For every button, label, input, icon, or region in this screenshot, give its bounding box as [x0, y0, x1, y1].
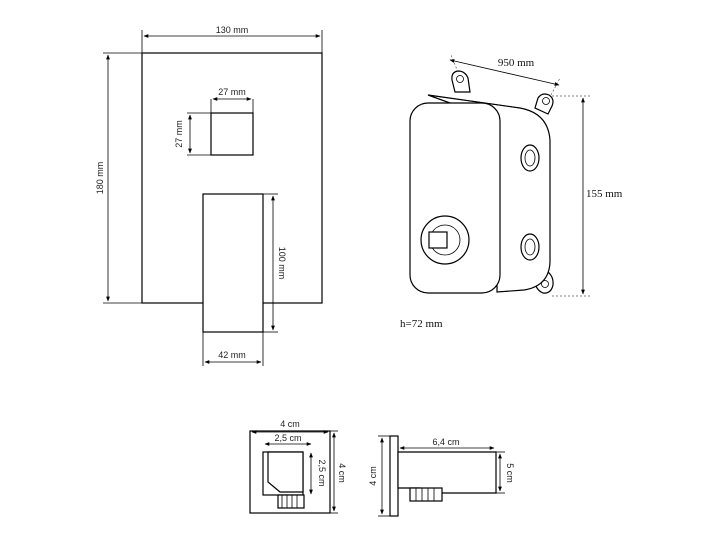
outlet-side-view: 4 cm 6,4 cm 5 cm [368, 435, 515, 517]
outlet-side-thread [409, 487, 443, 502]
diverter-knob [210, 112, 254, 156]
outlet-side-body [397, 451, 497, 494]
outlet-width-label: 4 cm [280, 419, 300, 429]
side-port-lower [520, 233, 540, 261]
outlet-face [267, 451, 304, 493]
lever-width-label: 42 mm [218, 350, 246, 360]
outlet-front-view: 4 cm 2,5 cm 2,5 cm 4 cm [249, 419, 347, 514]
knob-width-label: 27 mm [218, 87, 246, 97]
outlet-side-plate [389, 435, 399, 517]
cover-plate-front-view: 27 mm 27 mm 100 mm 42 mm 130 mm 180 mm [95, 25, 323, 366]
outlet-side-height-label: 4 cm [368, 466, 378, 486]
outlet-thread [277, 494, 305, 509]
outlet-inner-width-label: 2,5 cm [274, 433, 301, 443]
knob-height-label: 27 mm [174, 120, 184, 148]
plate-width-label: 130 mm [216, 25, 249, 35]
valve-spindle [428, 231, 448, 249]
lever-length-label: 100 mm [277, 247, 287, 280]
outlet-side-depth-label: 5 cm [505, 463, 515, 483]
outlet-height-label: 4 cm [337, 463, 347, 483]
box-h-label: h=72 mm [400, 318, 443, 330]
outlet-inner-height-label: 2,5 cm [317, 459, 327, 486]
concealed-box-view: 950 mm 155 mm h=72 mm [400, 54, 623, 330]
box-height-label: 155 mm [586, 188, 623, 200]
side-port-upper [520, 144, 540, 172]
outlet-side-length-label: 6,4 cm [432, 437, 459, 447]
mounting-lug-top-left [451, 70, 471, 93]
box-body-side [427, 94, 551, 293]
box-depth-label: 950 mm [498, 57, 535, 69]
mixer-lever [202, 193, 264, 333]
plate-height-label: 180 mm [95, 162, 105, 195]
box-front-face [409, 102, 501, 294]
